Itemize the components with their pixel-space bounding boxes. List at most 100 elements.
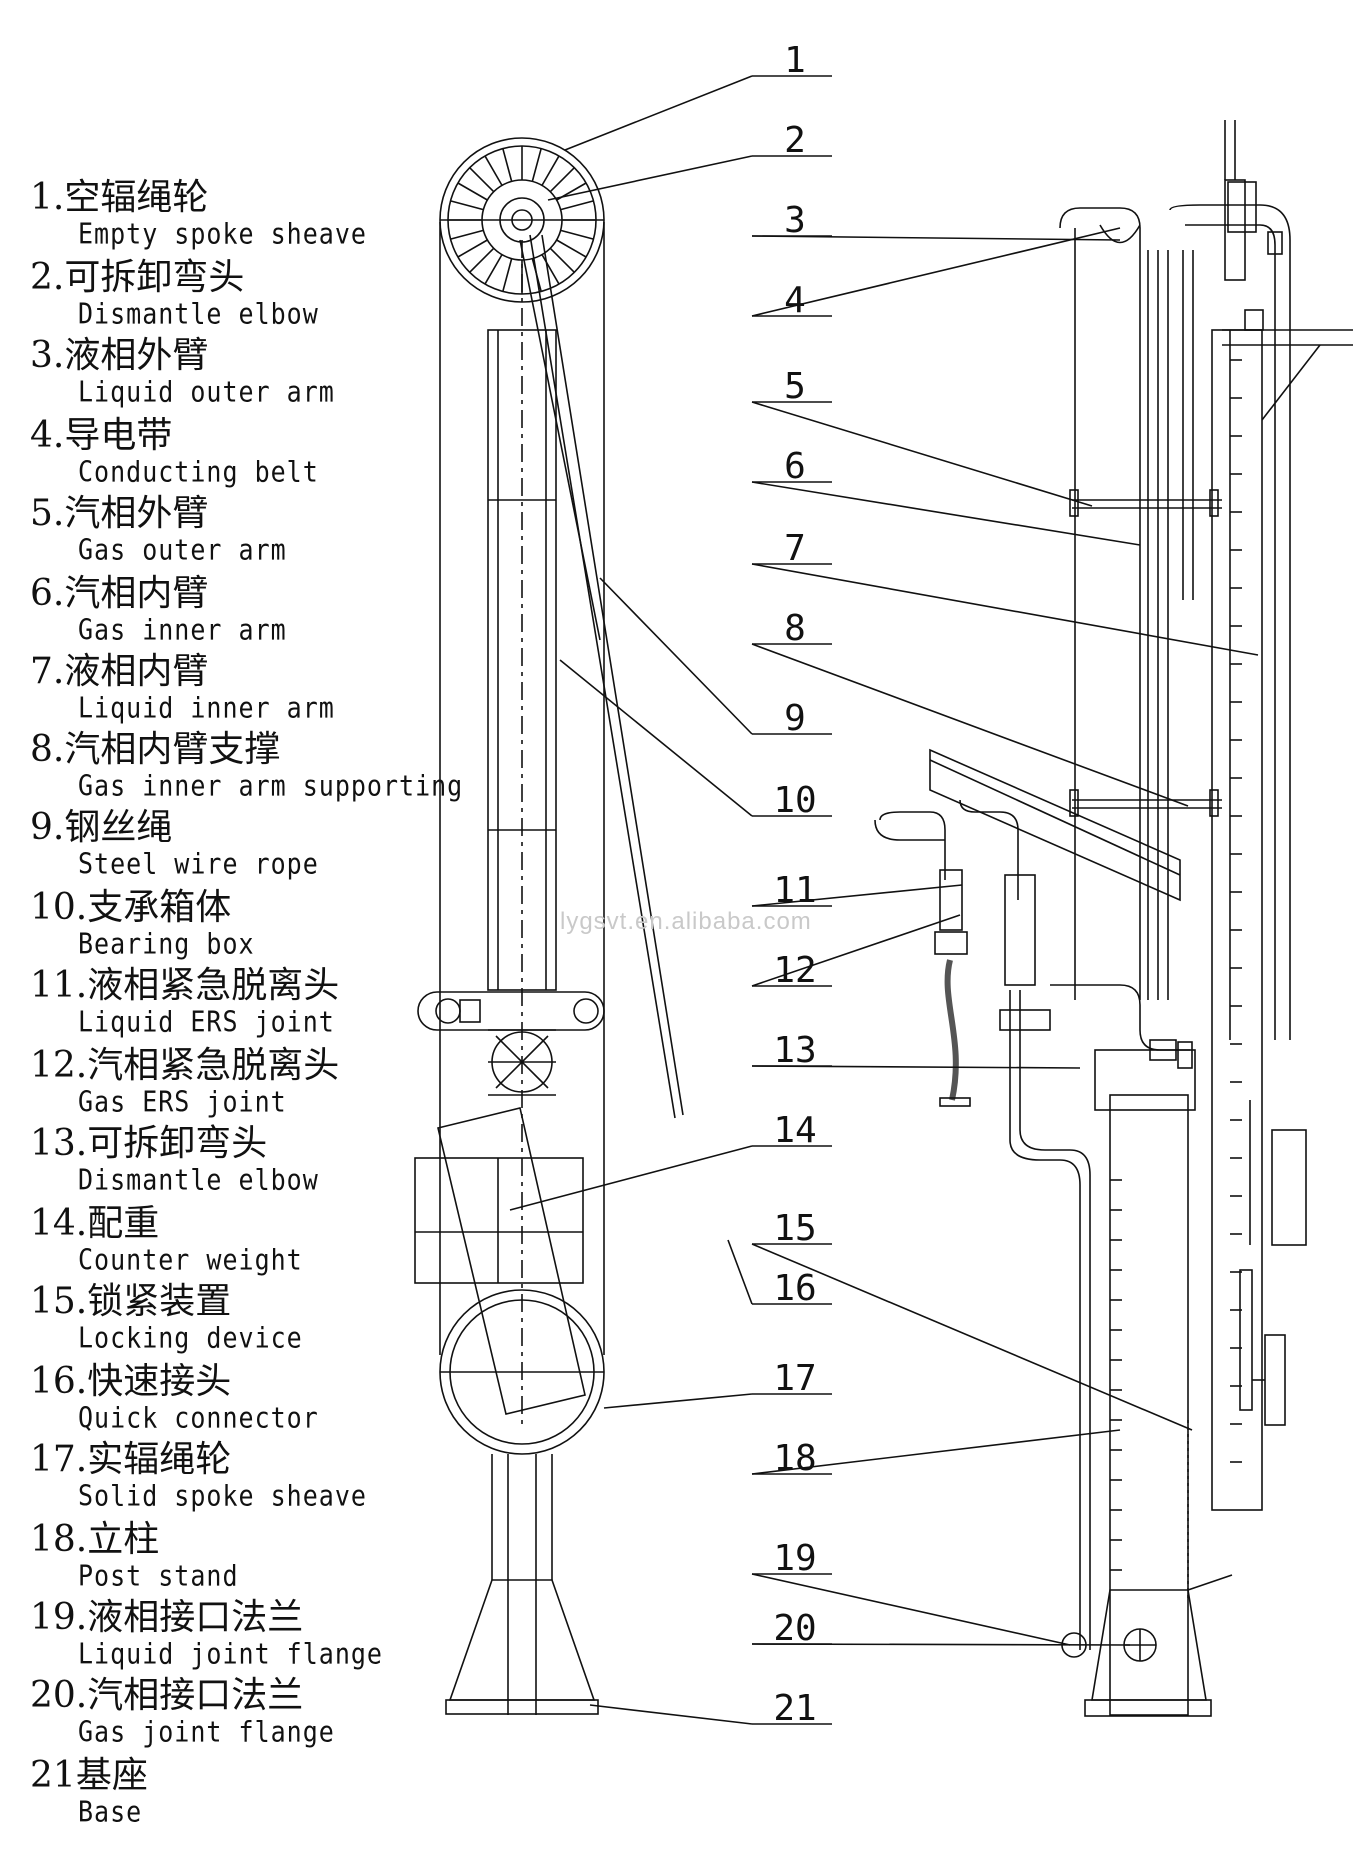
legend-number: 1. [30,177,65,218]
liquid-ers-joint [939,869,963,931]
callout-leader-line [751,563,1259,656]
callout-number: 19 [773,1538,816,1579]
legend-chinese-label: 1.空辐绳轮 [30,178,367,218]
legend-chinese-text: 立柱 [87,1519,160,1560]
callout-leader-line [599,577,753,735]
legend-english-label: Base [78,1794,143,1829]
counter-weight [414,1107,586,1415]
legend-number: 7. [30,651,65,692]
legend-chinese-label: 6.汽相内臂 [30,574,287,614]
post-stand [1109,1094,1189,1716]
legend-english-label: Gas joint flange [78,1714,335,1749]
callout-number: 20 [773,1608,816,1649]
legend-english-label: Gas inner arm supporting [78,768,464,803]
callout-leader-line [509,1145,753,1211]
legend-english-label: Post stand [78,1558,239,1593]
legend-english-label: Empty spoke sheave [78,216,367,251]
legend-chinese-label: 19.液相接口法兰 [30,1598,383,1638]
legend-number: 16. [30,1361,88,1402]
callout-number: 15 [773,1208,816,1249]
legend-chinese-label: 20.汽相接口法兰 [30,1676,335,1716]
legend-english-label: Liquid ERS joint [78,1004,335,1039]
callout-number: 5 [784,366,806,407]
legend-english-label: Gas inner arm [78,612,287,647]
legend-chinese-label: 2.可拆卸弯头 [30,258,319,298]
legend-number: 19. [30,1597,88,1638]
legend-chinese-label: 11.液相紧急脱离头 [30,966,339,1006]
legend-chinese-label: 15.锁紧装置 [30,1282,303,1322]
callout-leader-line [751,1243,1193,1431]
right-elevation-view [874,120,1353,1717]
legend-english-label: Solid spoke sheave [78,1478,367,1513]
legend-chinese-label: 3.液相外臂 [30,336,335,376]
watermark: lygsvt.en.alibaba.com [560,908,812,935]
legend-chinese-text: 汽相外臂 [64,493,209,534]
conducting-belt [1099,224,1141,244]
callout-leader-line [751,1643,1131,1646]
callout-leader-line [603,1393,753,1409]
legend-number: 10. [30,887,88,928]
legend-number: 12. [30,1045,88,1086]
legend-chinese-text: 支承箱体 [87,887,232,928]
callout-number: 8 [784,608,806,649]
left-elevation-view [414,137,684,1715]
legend-chinese-label: 13.可拆卸弯头 [30,1124,319,1164]
legend-english-label: Gas outer arm [78,532,287,567]
legend-number: 17. [30,1439,88,1480]
callout-leader-line [751,227,1121,317]
legend-number: 20. [30,1675,88,1716]
callout-number: 4 [784,280,806,321]
solid-spoke-sheave [439,1289,605,1455]
legend-chinese-text: 配重 [87,1203,160,1244]
legend-chinese-label: 18.立柱 [30,1520,239,1560]
legend-chinese-label: 12.汽相紧急脱离头 [30,1046,339,1086]
callout-number: 21 [773,1688,816,1729]
legend-chinese-text: 汽相内臂 [64,573,209,614]
legend-chinese-text: 可拆卸弯头 [64,257,245,298]
legend-number: 18. [30,1519,88,1560]
callout-number: 1 [784,40,806,81]
legend-chinese-text: 锁紧装置 [87,1281,232,1322]
callout-leader-line [751,481,1141,546]
legend-chinese-text: 汽相内臂支撑 [64,729,281,770]
callout-number: 13 [773,1030,816,1071]
callout-number: 11 [773,870,816,911]
callout-leader-line [751,914,961,987]
legend-english-label: Quick connector [78,1400,319,1435]
callout-leader-line [564,75,753,151]
legend-number: 14. [30,1203,88,1244]
legend-chinese-label: 9.钢丝绳 [30,808,319,848]
legend-number: 4. [30,415,65,456]
legend-chinese-text: 液相内臂 [64,651,209,692]
legend-english-label: Liquid joint flange [78,1636,383,1671]
callout-number: 17 [773,1358,816,1399]
callout-number: 16 [773,1268,816,1309]
legend-english-label: Bearing box [78,926,255,961]
legend-number: 8. [30,729,65,770]
legend-number: 2. [30,257,65,298]
legend-english-label: Steel wire rope [78,846,319,881]
callout-number: 9 [784,698,806,739]
callout-number: 2 [784,120,806,161]
legend-english-label: Dismantle elbow [78,296,319,331]
legend-chinese-text: 液相接口法兰 [87,1597,304,1638]
legend-chinese-text: 可拆卸弯头 [87,1123,268,1164]
legend-number: 13. [30,1123,88,1164]
callout-leader-line [751,643,1189,807]
legend-chinese-text: 液相外臂 [64,335,209,376]
legend-chinese-text: 钢丝绳 [64,807,173,848]
